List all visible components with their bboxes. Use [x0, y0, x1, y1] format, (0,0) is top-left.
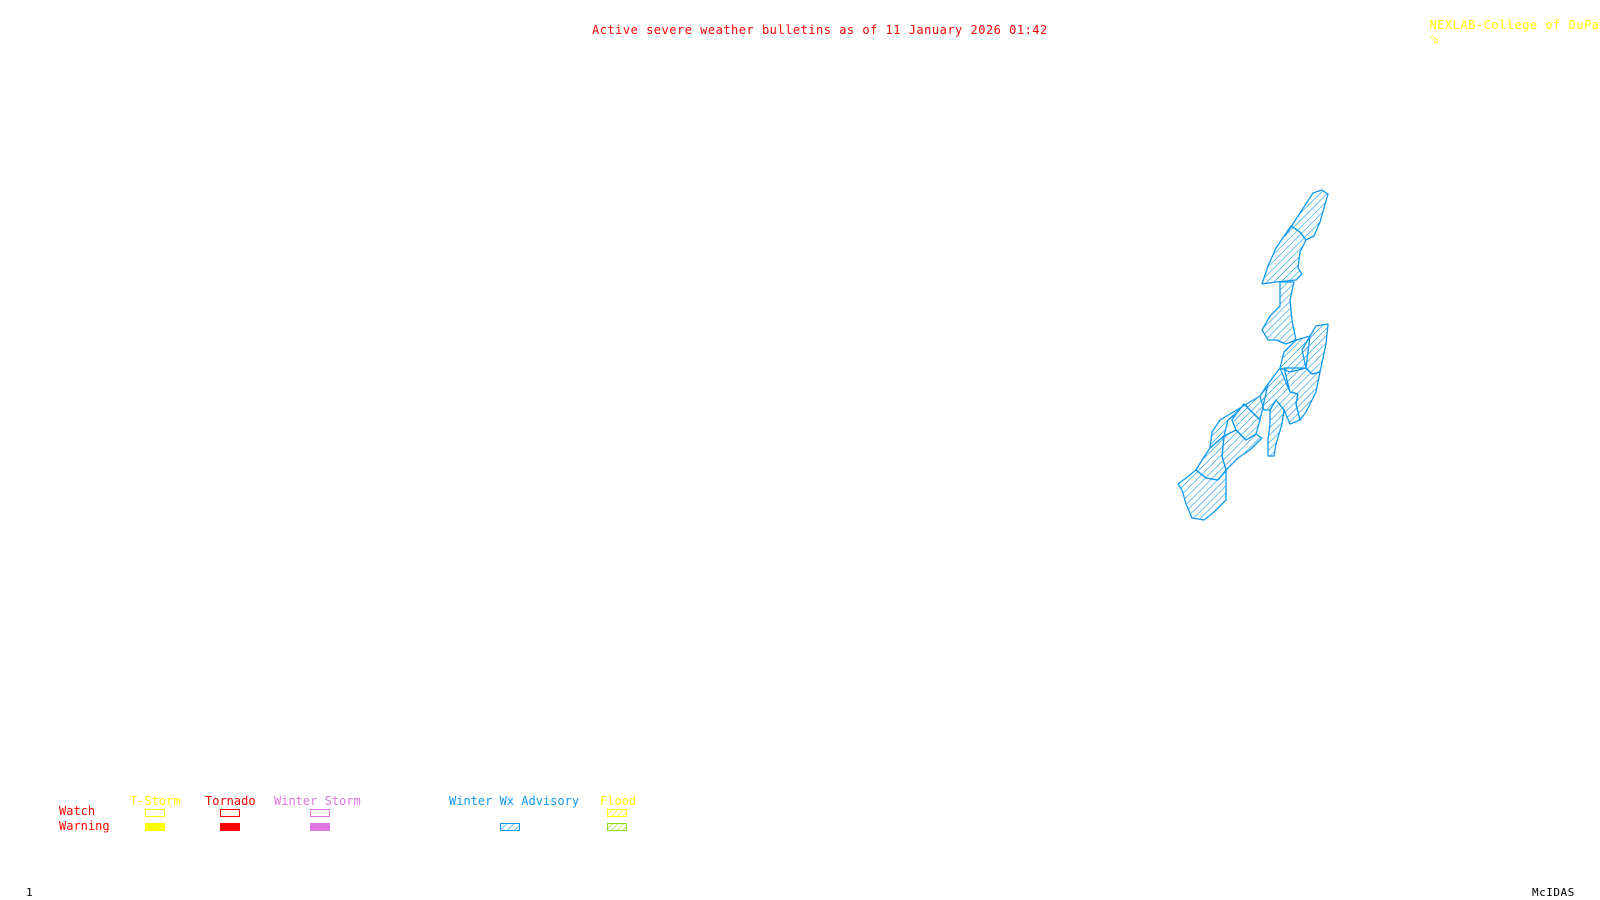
advisory-zone	[1177, 469, 1227, 521]
page-title: Active severe weather bulletins as of 11…	[592, 23, 1048, 37]
credit-label: NEXLAB-College of DuPage ⬂	[1414, 4, 1600, 46]
legend-winter-advisory-label: Winter Wx Advisory	[449, 794, 580, 808]
legend-row-watch: Watch	[59, 804, 96, 818]
nexlab-logo-icon: ⬂	[1429, 32, 1441, 46]
legend-row-warning: Warning	[59, 819, 110, 833]
advisory-zone	[1267, 399, 1285, 457]
legend-flood-watch-swatch	[607, 809, 627, 817]
legend-tstorm-warning-swatch	[145, 823, 165, 831]
legend-winter-storm-watch-swatch	[310, 809, 330, 817]
legend-winter-storm-warning-swatch	[310, 823, 330, 831]
frame-number: 1	[26, 886, 34, 899]
software-label: McIDAS	[1532, 886, 1575, 899]
legend-tornado-warning-swatch	[220, 823, 240, 831]
credit-text: NEXLAB-College of DuPage	[1429, 18, 1600, 32]
legend-winter-advisory-swatch	[500, 823, 520, 831]
legend-winter-storm-label: Winter Storm	[274, 794, 361, 808]
advisory-zone	[1209, 383, 1269, 449]
legend-tstorm-watch-swatch	[145, 809, 165, 817]
legend-tornado-label: Tornado	[205, 794, 256, 808]
advisory-zone	[1261, 281, 1297, 345]
legend-tstorm-label: T-Storm	[130, 794, 181, 808]
legend-tornado-watch-swatch	[220, 809, 240, 817]
legend-flood-warning-swatch	[607, 823, 627, 831]
advisory-zone	[1261, 225, 1307, 285]
advisory-zone	[1221, 429, 1263, 471]
winter-wx-advisory-area	[1177, 189, 1329, 521]
legend-flood-label: Flood	[600, 794, 637, 808]
